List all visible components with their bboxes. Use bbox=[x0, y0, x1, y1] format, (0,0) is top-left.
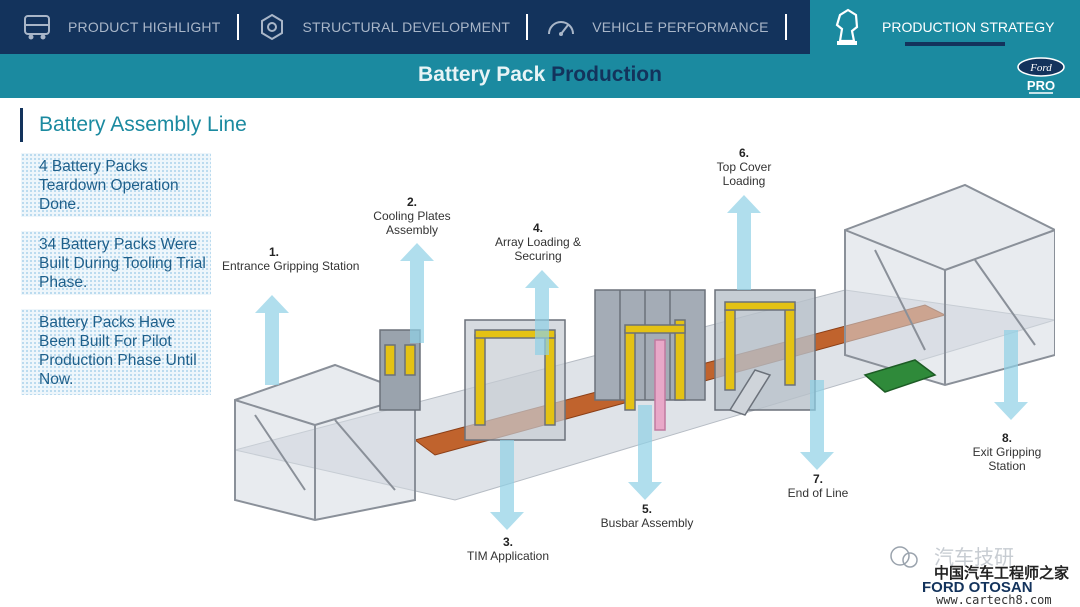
stat-tooling-trial: 34 Battery Packs Were Built During Tooli… bbox=[21, 231, 211, 295]
station-6-arrow bbox=[727, 195, 761, 290]
station-5-arrow bbox=[628, 405, 662, 500]
nav-divider bbox=[236, 14, 239, 40]
station-8-label: 8.Exit Gripping Station bbox=[972, 431, 1042, 473]
station-4-label: 4.Array Loading & Securing bbox=[494, 221, 582, 263]
stat-teardown: 4 Battery Packs Teardown Operation Done. bbox=[21, 153, 211, 217]
truck-icon bbox=[20, 12, 54, 42]
assembly-line-illustration bbox=[234, 183, 1055, 522]
nav-label: PRODUCT HIGHLIGHT bbox=[68, 19, 221, 35]
station-6-label: 6.Top Cover Loading bbox=[716, 146, 772, 188]
svg-text:FORD OTOSAN: FORD OTOSAN bbox=[922, 579, 1033, 596]
exit-station bbox=[844, 183, 1055, 387]
station-3-arrow bbox=[490, 440, 524, 530]
chess-knight-icon bbox=[832, 7, 866, 47]
watermark: 汽车技研 中国汽车工程师之家 FORD OTOSAN www.cartech8.… bbox=[890, 545, 1069, 607]
svg-text:中国汽车工程师之家: 中国汽车工程师之家 bbox=[934, 564, 1069, 582]
station-4-arrow bbox=[525, 270, 559, 355]
station-5-label: 5.Busbar Assembly bbox=[600, 502, 694, 530]
section-title: Battery Assembly Line bbox=[20, 108, 247, 142]
nav-label: STRUCTURAL DEVELOPMENT bbox=[302, 19, 511, 35]
station-7-arrow bbox=[800, 380, 834, 470]
gauge-icon bbox=[544, 12, 578, 42]
station-2-label: 2.Cooling Plates Assembly bbox=[373, 195, 451, 237]
output-pallet bbox=[863, 359, 937, 393]
stat-pilot-production: Battery Packs Have Been Built For Pilot … bbox=[21, 309, 211, 395]
nav-divider bbox=[526, 14, 529, 40]
title-bar: Battery Pack Production bbox=[0, 54, 1080, 98]
nav-item-product-highlight[interactable]: PRODUCT HIGHLIGHT bbox=[20, 0, 221, 54]
svg-text:PRO: PRO bbox=[1027, 78, 1055, 93]
svg-text:Ford: Ford bbox=[1029, 62, 1052, 74]
station-3-label: 3.TIM Application bbox=[466, 535, 550, 563]
station-7-label: 7.End of Line bbox=[787, 472, 849, 500]
cooling-tim-cells bbox=[379, 319, 566, 441]
nav-item-structural-development[interactable]: STRUCTURAL DEVELOPMENT bbox=[255, 0, 511, 54]
svg-text:www.cartech8.com: www.cartech8.com bbox=[936, 593, 1052, 607]
structure-icon bbox=[255, 12, 289, 42]
nav-divider bbox=[784, 14, 787, 40]
top-cover-cell bbox=[714, 289, 816, 416]
station-1-label: 1.Entrance Gripping Station bbox=[222, 245, 360, 273]
nav-label: PRODUCTION STRATEGY bbox=[882, 19, 1055, 35]
svg-text:汽车技研: 汽车技研 bbox=[934, 545, 1014, 569]
active-tab-underline bbox=[905, 42, 1005, 46]
station-1-arrow bbox=[255, 295, 289, 385]
ford-pro-logo: Ford PRO bbox=[1017, 57, 1065, 94]
station-8-arrow bbox=[994, 330, 1028, 420]
array-loading-cells bbox=[594, 289, 706, 431]
station-2-arrow bbox=[400, 243, 434, 343]
entrance-station bbox=[234, 363, 416, 522]
page-title: Battery Pack Production bbox=[418, 63, 662, 86]
nav-item-vehicle-performance[interactable]: VEHICLE PERFORMANCE bbox=[544, 0, 769, 54]
nav-item-production-strategy[interactable]: PRODUCTION STRATEGY bbox=[810, 0, 1080, 54]
nav-label: VEHICLE PERFORMANCE bbox=[592, 19, 769, 35]
